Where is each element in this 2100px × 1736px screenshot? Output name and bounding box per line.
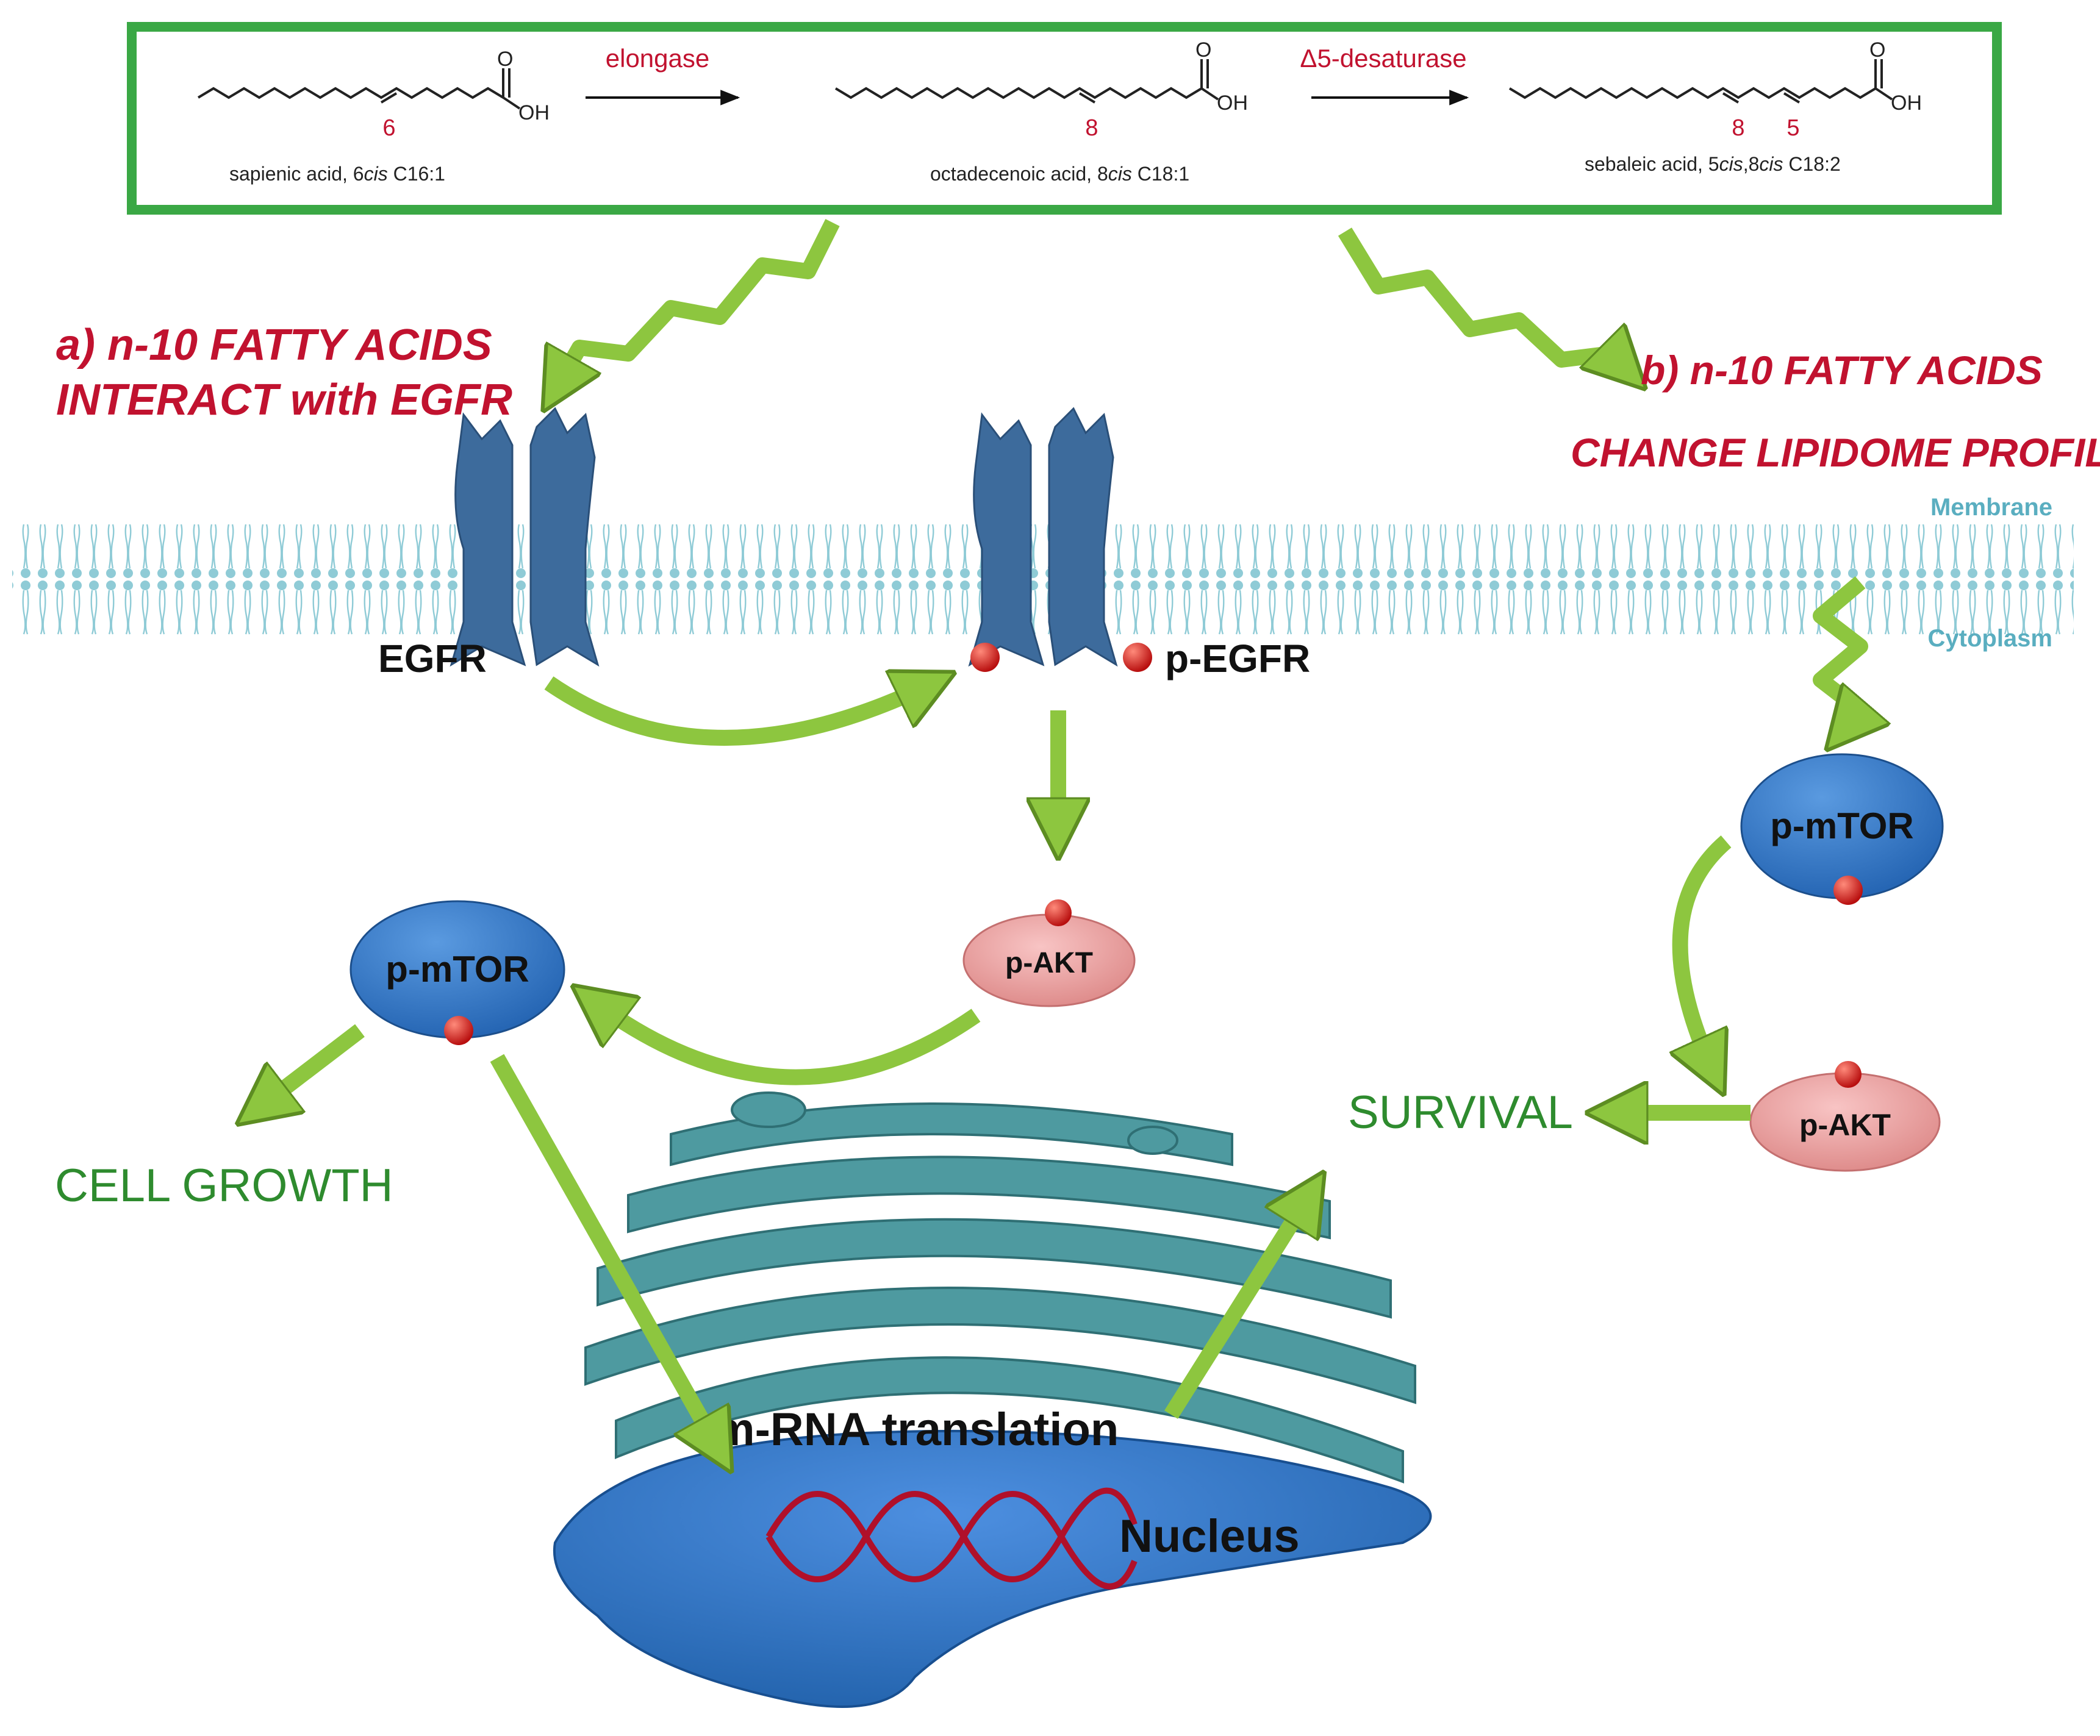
phospho-site-icon (1833, 876, 1863, 905)
acid-3-oxygen: O (1869, 38, 1885, 62)
acid-3-name: sebaleic acid, 5 (1585, 153, 1719, 175)
activation-arrow (544, 683, 933, 746)
acid-1-formula: C16:1 (388, 163, 445, 185)
acid-2-formula: C18:1 (1132, 163, 1189, 185)
phospho-site-icon (444, 1016, 473, 1045)
lipid-bilayer (12, 521, 2074, 637)
nucleus-to-golgi-arrow (1164, 1192, 1311, 1419)
elongase-label: elongase (606, 44, 709, 73)
mtor-to-nucleus-arrow (490, 1054, 720, 1451)
dna-helix-icon (765, 1487, 1138, 1590)
acid-1-hydroxyl: OH (518, 101, 550, 124)
desaturase-label: Δ5-desaturase (1300, 44, 1466, 73)
acid-3-cis-2: cis (1759, 153, 1783, 175)
golgi-apparatus (584, 1091, 1416, 1484)
acid-1-label: sapienic acid, 6cis C16:1 (229, 163, 445, 185)
p-mtor-label-left: p-mTOR (385, 949, 529, 990)
membrane-label: Membrane (1930, 494, 2052, 521)
egfr-receptor (450, 407, 600, 667)
phospho-site-icon (970, 643, 1000, 672)
acid-2-hydroxyl: OH (1217, 91, 1248, 115)
phospho-site-icon (1835, 1061, 1862, 1088)
phospho-site-icon (1123, 643, 1152, 672)
mtor-to-growth-arrow (256, 1024, 365, 1110)
acid-2-oxygen: O (1195, 38, 1211, 62)
sebaleic-acid-structure (1508, 59, 1893, 104)
p-egfr-label: p-EGFR (1165, 637, 1310, 680)
zigzag-arrow-lipidome-to-mtor (1813, 576, 1860, 732)
nucleus-label: Nucleus (1119, 1510, 1300, 1562)
p-akt-label-right: p-AKT (1799, 1108, 1891, 1142)
heading-b-line-2: CHANGE LIPIDOME PROFILE (1571, 430, 2100, 475)
mrna-translation-label: m-RNA translation (714, 1404, 1119, 1456)
acid-1-bond-position: 6 (382, 115, 395, 141)
zigzag-arrow-to-egfr (555, 219, 840, 390)
acid-1-cis: cis (364, 163, 388, 185)
acid-3-mid: ,8 (1743, 153, 1760, 175)
survival-label: SURVIVAL (1348, 1087, 1573, 1138)
akt-to-mtor-arrow (592, 1000, 981, 1085)
p-akt-label-left: p-AKT (1005, 947, 1093, 979)
p-egfr-receptor (968, 407, 1118, 667)
cell-growth-label: CELL GROWTH (55, 1160, 393, 1212)
biosynthesis-frame (127, 22, 2002, 215)
heading-a-line-1: a) n-10 FATTY ACIDS (56, 321, 492, 370)
heading-b-line-1: b) n-10 FATTY ACIDS (1641, 348, 2043, 393)
heading-a-line-2: INTERACT with EGFR (56, 376, 512, 424)
acid-1-oxygen: O (497, 48, 513, 71)
cytoplasm-label: Cytoplasm (1928, 625, 2053, 652)
phospho-site-icon (1045, 899, 1072, 926)
mtor-to-akt-right-arrow (1680, 835, 1732, 1073)
p-mtor-label-right: p-mTOR (1770, 805, 1914, 846)
acid-2-cis: cis (1108, 163, 1132, 185)
acid-3-formula: C18:2 (1783, 153, 1840, 175)
acid-1-name: sapienic acid, 6 (229, 163, 364, 185)
octadecenoic-acid-structure (834, 59, 1219, 104)
acid-3-hydroxyl: OH (1891, 91, 1922, 115)
acid-3-bond-position-5: 5 (1786, 115, 1799, 141)
acid-3-cis-1: cis (1719, 153, 1743, 175)
acid-3-bond-position-8: 8 (1732, 115, 1744, 141)
acid-2-bond-position: 8 (1085, 115, 1098, 141)
acid-2-label: octadecenoic acid, 8cis C18:1 (930, 163, 1189, 185)
egfr-label: EGFR (378, 637, 487, 680)
acid-3-label: sebaleic acid, 5cis,8cis C18:2 (1585, 153, 1841, 175)
sapienic-acid-structure (197, 68, 521, 110)
acid-2-name: octadecenoic acid, 8 (930, 163, 1108, 185)
zigzag-arrow-to-lipidome (1338, 227, 1629, 372)
